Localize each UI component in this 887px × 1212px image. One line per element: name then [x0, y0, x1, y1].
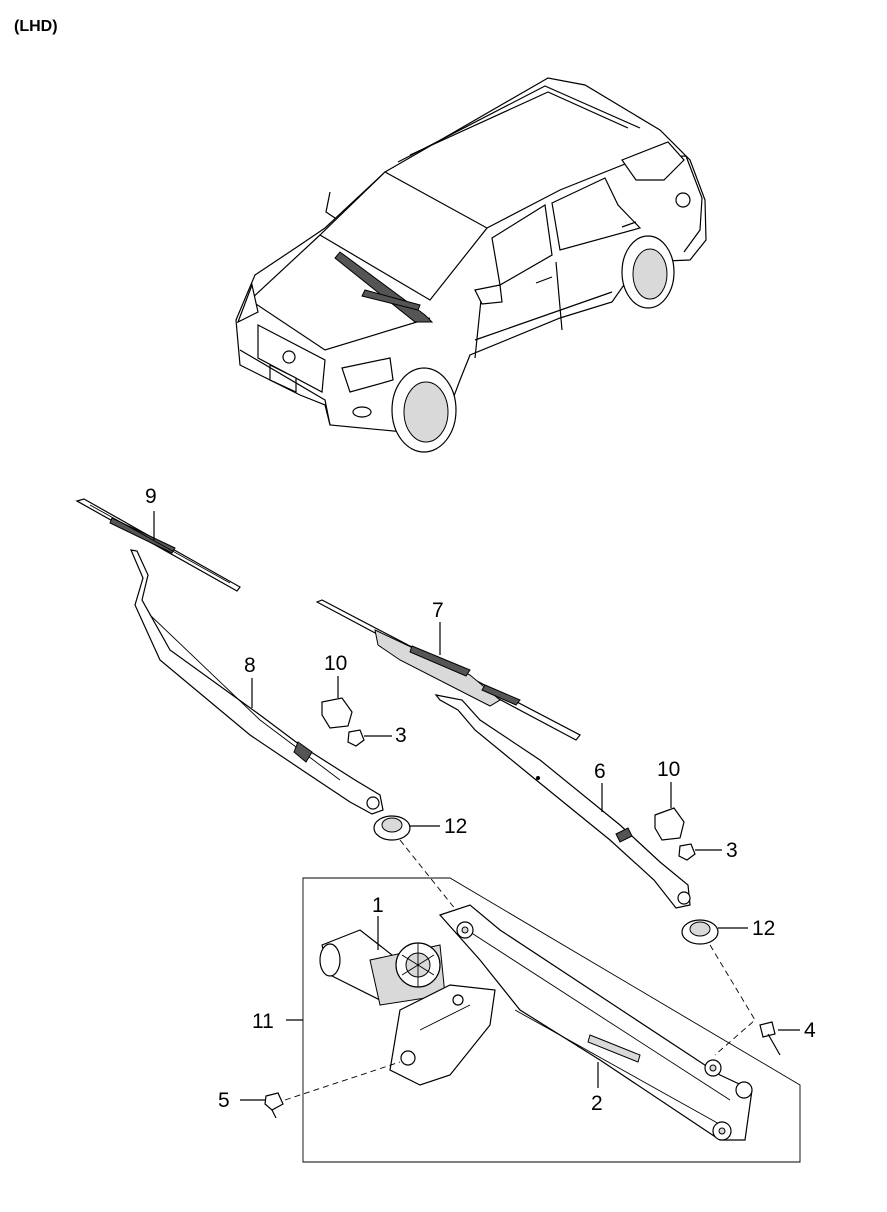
mounting-bolt — [759, 1021, 800, 1056]
callout-10-driver: 10 — [324, 652, 347, 675]
callout-8: 8 — [244, 654, 256, 677]
callout-9: 9 — [145, 485, 157, 508]
callout-5: 5 — [218, 1089, 230, 1112]
pivot-nut-driver — [347, 729, 392, 747]
callout-12-passenger: 12 — [752, 917, 775, 940]
pivot-cover-driver — [373, 815, 461, 916]
pivot-nut-passenger — [678, 843, 722, 861]
callout-10-passenger: 10 — [657, 758, 680, 781]
bracket-nut — [240, 1061, 401, 1119]
motor-bracket — [389, 984, 496, 1086]
wiper-arm-driver — [130, 549, 384, 815]
linkage-assembly-frame — [286, 877, 801, 1163]
callout-1: 1 — [372, 894, 384, 917]
callout-11: 11 — [252, 1010, 274, 1033]
wiper-blade-passenger — [315, 599, 581, 741]
pivot-cap-driver — [321, 676, 353, 729]
wiper-linkage — [438, 904, 753, 1141]
wiper-blade-driver — [75, 498, 241, 592]
callout-3-driver: 3 — [395, 724, 407, 747]
callout-12-driver: 12 — [444, 815, 467, 838]
callout-6: 6 — [594, 760, 606, 783]
pivot-cap-passenger — [654, 782, 685, 841]
callout-2: 2 — [591, 1092, 603, 1115]
callout-7: 7 — [432, 599, 444, 622]
vehicle-illustration — [235, 77, 707, 453]
pivot-cover-passenger — [681, 919, 756, 1056]
callout-3-passenger: 3 — [726, 839, 738, 862]
wiper-motor — [319, 916, 446, 1006]
wiper-arm-passenger — [434, 694, 691, 909]
callout-4: 4 — [804, 1019, 816, 1042]
drive-side-label: (LHD) — [14, 18, 58, 35]
